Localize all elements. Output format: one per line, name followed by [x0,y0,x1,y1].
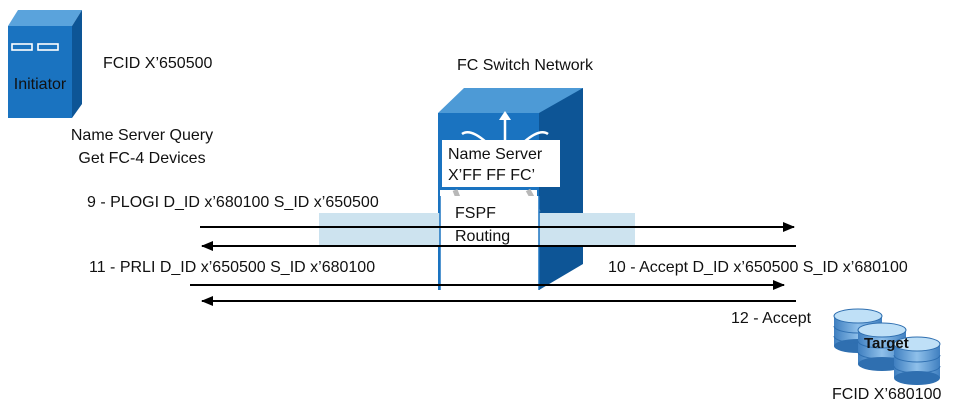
message-11-prli: 11 - PRLI D_ID x’650500 S_ID x’680100 [89,259,375,276]
name-server-query-line1: Name Server Query [71,127,213,144]
name-server-address: X’FF FF FC’ [448,167,535,184]
initiator-server-icon [8,10,82,118]
fspf-routing-label: Routing [455,228,510,245]
name-server-box [442,140,560,187]
fspf-label: FSPF [455,205,496,222]
target-label: Target [864,335,909,352]
fc-switch-network-label: FC Switch Network [457,57,594,74]
initiator-fcid: FCID X’650500 [103,55,212,72]
message-9-plogi: 9 - PLOGI D_ID x’680100 S_ID x’650500 [87,194,379,211]
fspf-band-right [539,213,635,247]
message-10-accept: 10 - Accept D_ID x’650500 S_ID x’680100 [608,259,908,276]
name-server-label: Name Server [448,146,543,163]
initiator-label: Initiator [14,76,67,93]
target-storage-icon [833,308,941,385]
target-fcid: FCID X’680100 [832,386,941,403]
fspf-band-left [319,213,440,247]
message-12-accept: 12 - Accept [731,310,812,327]
name-server-query-line2: Get FC-4 Devices [78,150,205,167]
fspf-box [440,196,539,290]
